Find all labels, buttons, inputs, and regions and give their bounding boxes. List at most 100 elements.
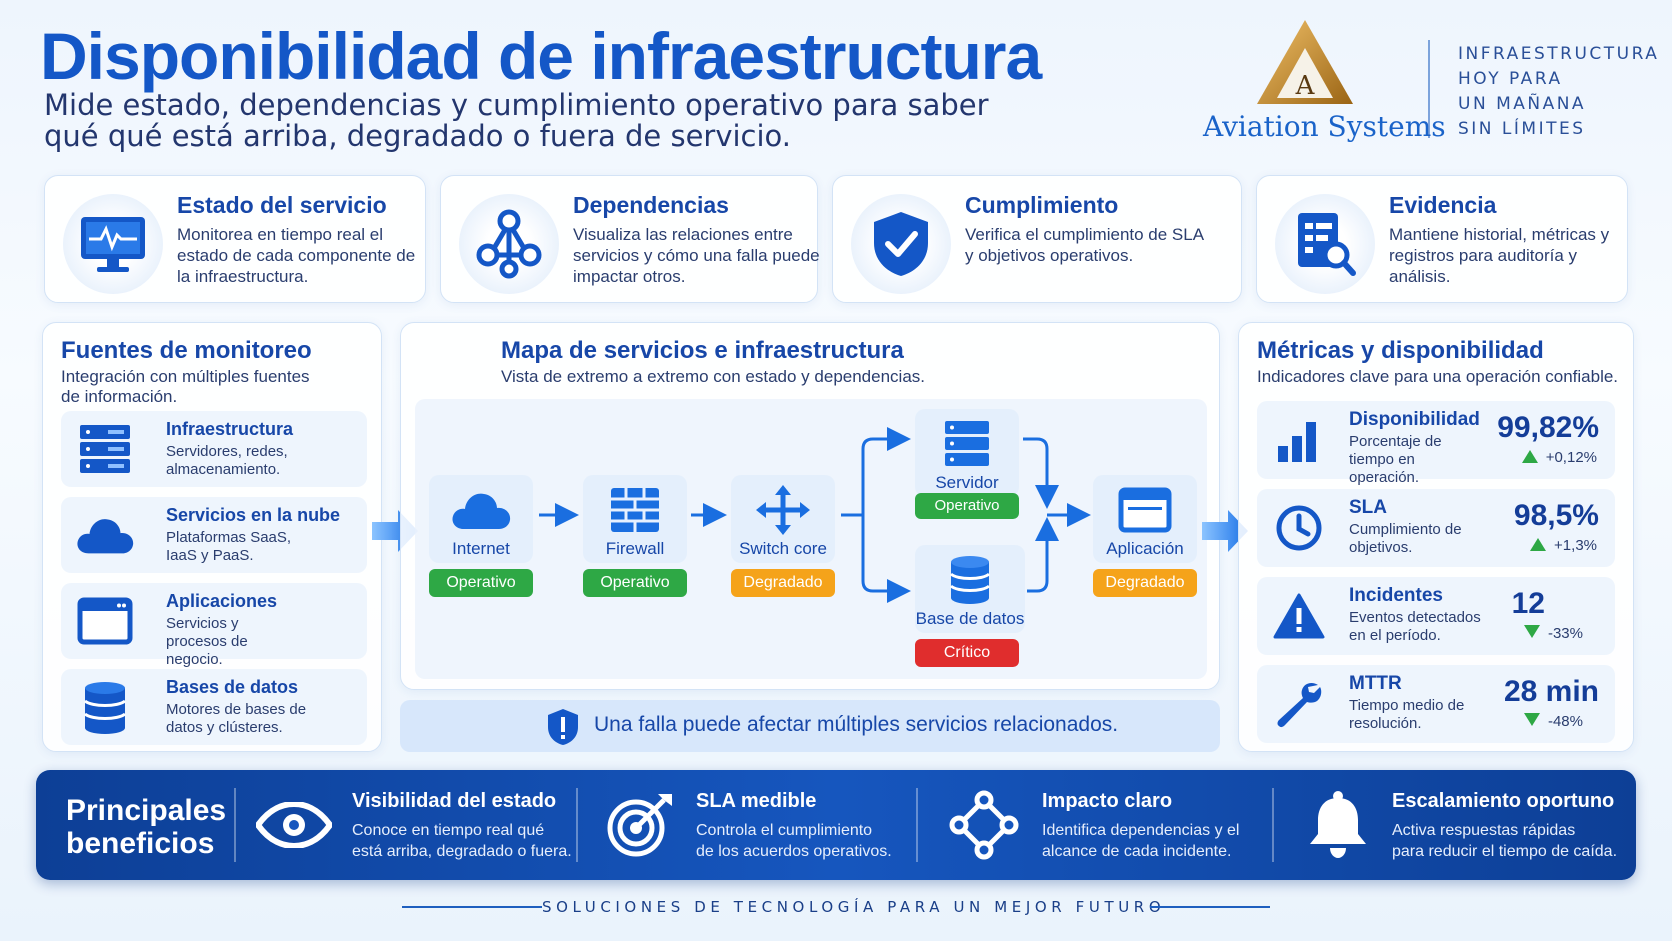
feature-card-compliance: Cumplimiento Verifica el cumplimiento de… [832, 175, 1242, 303]
node-internet[interactable]: Internet [429, 475, 533, 563]
feature-title: Evidencia [1389, 192, 1497, 218]
page-title: Disponibilidad de infraestructura [40, 19, 1042, 93]
metric-title: Incidentes [1349, 585, 1443, 606]
node-label: Base de datos [915, 609, 1025, 628]
app-window-icon [75, 595, 135, 647]
benefit-divider [916, 788, 918, 862]
status-badge: Crítico [915, 639, 1019, 667]
source-title: Bases de datos [166, 677, 299, 697]
delta-value: -33% [1547, 625, 1583, 642]
metric-value: 28 min [1503, 675, 1599, 708]
metric-value: 12 [1511, 587, 1545, 620]
metric-delta: +1,3% [1530, 537, 1597, 554]
source-desc: Plataformas SaaS, IaaS y PaaS. [166, 529, 292, 564]
node-label: Aplicación [1106, 539, 1184, 558]
metric-desc: Porcentaje de tiempo en operación. [1349, 433, 1442, 486]
impact-alert: Una falla puede afectar múltiples servic… [400, 700, 1220, 752]
page-subtitle: Mide estado, dependencias y cumplimiento… [44, 88, 989, 153]
feature-desc: Monitorea en tiempo real el estado de ca… [177, 225, 416, 286]
benefits-title-line: Principales [66, 794, 227, 827]
tagline-line: UN MAÑANA [1458, 94, 1587, 114]
shield-check-icon [851, 194, 951, 294]
footer-slogan: SOLUCIONES DE TECNOLOGÍA PARA UN MEJOR F… [542, 898, 1166, 916]
alert-text: Una falla puede afectar múltiples servic… [594, 713, 1119, 736]
source-desc: Motores de bases de datos y clústeres. [166, 701, 307, 736]
database-icon [915, 555, 1025, 605]
firewall-icon [583, 485, 687, 535]
node-switch-core[interactable]: Switch core [731, 475, 835, 563]
clock-icon [1269, 501, 1329, 555]
node-firewall[interactable]: Firewall [583, 475, 687, 563]
node-label: Servidor [935, 473, 999, 492]
benefit-desc-line: de los acuerdos operativos. [696, 843, 892, 860]
status-badge: Operativo [583, 569, 687, 597]
feature-desc: Mantiene historial, métricas y registros… [1389, 225, 1610, 286]
source-title: Servicios en la nube [166, 505, 341, 525]
benefit-desc-line: Conoce en tiempo real qué [352, 822, 545, 839]
node-application[interactable]: Aplicación [1093, 475, 1197, 563]
bar-chart-icon [1269, 413, 1329, 467]
feature-title: Dependencias [573, 192, 729, 218]
warning-icon [1269, 589, 1329, 643]
service-map-panel: Mapa de servicios e infraestructura Vist… [400, 322, 1220, 690]
metric-value: 99,82% [1497, 411, 1599, 444]
node-label: Switch core [739, 539, 827, 558]
source-item: Bases de datos Motores de bases de datos… [61, 669, 367, 745]
benefits-bar: Principales beneficios Visibilidad del e… [36, 770, 1636, 880]
benefit-desc-line: alcance de cada incidente. [1042, 843, 1232, 860]
source-desc: Servicios y procesos de negocio. [166, 615, 248, 668]
logo-letter: A [1295, 71, 1316, 101]
switch-arrows-icon [731, 485, 835, 535]
metric-mttr: MTTR Tiempo medio de resolución. 28 min … [1257, 665, 1615, 743]
node-server[interactable]: Servidor [915, 409, 1019, 497]
benefit-title: SLA medible [696, 790, 817, 812]
app-window-icon [1093, 485, 1197, 535]
benefit-divider [234, 788, 236, 862]
source-item: Servicios en la nube Plataformas SaaS, I… [61, 497, 367, 573]
source-title: Infraestructura [166, 419, 294, 439]
source-item: Aplicaciones Servicios y procesos de neg… [61, 583, 367, 668]
benefit-divider [576, 788, 578, 862]
metric-incidents: Incidentes Eventos detectados en el perí… [1257, 577, 1615, 655]
metric-availability: Disponibilidad Porcentaje de tiempo en o… [1257, 401, 1615, 486]
panel-subtitle: Indicadores clave para una operación con… [1257, 367, 1619, 386]
cloud-icon [429, 485, 533, 535]
benefit-divider [1272, 788, 1274, 862]
benefits-title: Principales beneficios [66, 794, 226, 860]
monitor-pulse-icon [63, 194, 163, 294]
benefits-title-line: beneficios [66, 827, 215, 860]
trend-up-icon [1521, 450, 1538, 463]
network-nodes-icon [459, 194, 559, 294]
sources-panel: Fuentes de monitoreo Integración con múl… [42, 322, 382, 752]
trend-down-icon [1523, 713, 1540, 726]
benefit-desc-line: Activa respuestas rápidas [1392, 822, 1576, 839]
header-divider [1428, 40, 1430, 138]
metric-delta: +0,12% [1521, 449, 1597, 466]
benefit-desc-line: para reducir el tiempo de caída. [1392, 843, 1618, 860]
node-database[interactable]: Base de datos [915, 545, 1025, 633]
server-rack-icon [75, 423, 135, 475]
brand-name: Aviation Systems [1203, 110, 1446, 143]
bell-icon [1300, 790, 1376, 860]
status-badge: Operativo [915, 493, 1019, 519]
server-rack-icon [915, 419, 1019, 469]
benefit-desc: Activa respuestas rápidas para reducir el… [1392, 820, 1617, 862]
feature-title: Estado del servicio [177, 192, 387, 218]
target-icon [602, 790, 678, 860]
node-label: Firewall [605, 539, 665, 558]
network-impact-icon [946, 790, 1022, 860]
document-search-icon [1275, 194, 1375, 294]
dependency-connectors [539, 427, 1091, 603]
eye-icon [256, 790, 332, 860]
delta-value: +0,12% [1545, 449, 1597, 466]
flow-arrow-icon [1202, 510, 1248, 552]
status-badge: Degradado [731, 569, 835, 597]
panel-title: Fuentes de monitoreo [61, 337, 312, 364]
benefit-title: Visibilidad del estado [352, 790, 557, 812]
panel-subtitle: Integración con múltiples fuentes de inf… [61, 367, 310, 406]
feature-card-evidence: Evidencia Mantiene historial, métricas y… [1256, 175, 1628, 303]
delta-value: -48% [1547, 713, 1583, 730]
